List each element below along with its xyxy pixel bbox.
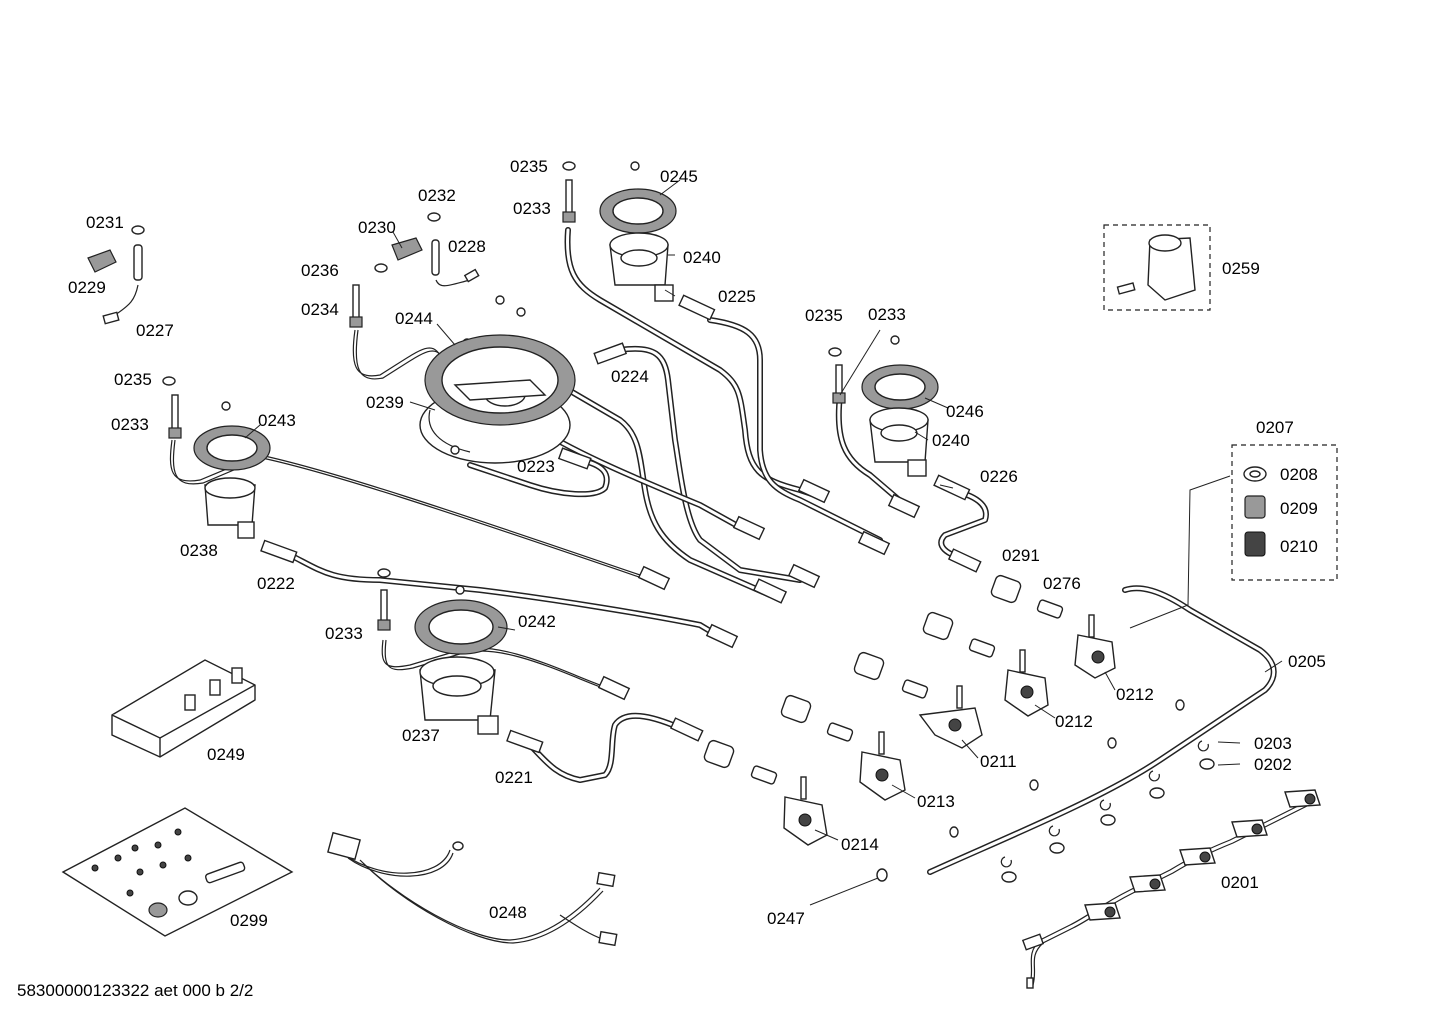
injectors xyxy=(260,294,982,754)
tap-sleeves xyxy=(703,574,1064,785)
label-0235-right: 0235 xyxy=(805,306,843,325)
label-0240-right: 0240 xyxy=(932,431,970,450)
part-0248 xyxy=(327,831,618,947)
label-0232: 0232 xyxy=(418,186,456,205)
label-0230: 0230 xyxy=(358,218,396,237)
burner-cups xyxy=(204,232,929,735)
label-0226: 0226 xyxy=(980,467,1018,486)
part-0259 xyxy=(1103,224,1211,311)
label-0202: 0202 xyxy=(1254,755,1292,774)
label-0228: 0228 xyxy=(448,237,486,256)
label-0248: 0248 xyxy=(489,903,527,922)
label-0242: 0242 xyxy=(518,612,556,631)
label-0225: 0225 xyxy=(718,287,756,306)
label-0208: 0208 xyxy=(1280,465,1318,484)
label-0276: 0276 xyxy=(1043,574,1081,593)
label-0207: 0207 xyxy=(1256,418,1294,437)
label-0233-bottom: 0233 xyxy=(325,624,363,643)
label-0235-top: 0235 xyxy=(510,157,548,176)
label-0209: 0209 xyxy=(1280,499,1318,518)
label-0210: 0210 xyxy=(1280,537,1318,556)
drawing-reference-footer: 58300000123322 aet 000 b 2/2 xyxy=(17,981,254,1000)
central-burner xyxy=(419,334,576,464)
washers-and-screws xyxy=(131,161,900,882)
gas-taps xyxy=(783,614,1116,846)
label-0235-left: 0235 xyxy=(114,370,152,389)
gaskets xyxy=(193,188,939,655)
label-0243: 0243 xyxy=(258,411,296,430)
label-0249: 0249 xyxy=(207,745,245,764)
label-0259: 0259 xyxy=(1222,259,1260,278)
label-0229: 0229 xyxy=(68,278,106,297)
label-0212-right: 0212 xyxy=(1116,685,1154,704)
label-0236: 0236 xyxy=(301,261,339,280)
ignition-plugs xyxy=(87,237,480,325)
label-0233-top: 0233 xyxy=(513,199,551,218)
label-0247: 0247 xyxy=(767,909,805,928)
label-0238: 0238 xyxy=(180,541,218,560)
manifold-fittings xyxy=(949,699,1215,883)
label-0203: 0203 xyxy=(1254,734,1292,753)
label-0223: 0223 xyxy=(517,457,555,476)
label-0213: 0213 xyxy=(917,792,955,811)
label-0245: 0245 xyxy=(660,167,698,186)
label-0233-left: 0233 xyxy=(111,415,149,434)
label-0205: 0205 xyxy=(1288,652,1326,671)
label-0239: 0239 xyxy=(366,393,404,412)
label-0244: 0244 xyxy=(395,309,433,328)
label-0233-right: 0233 xyxy=(868,305,906,324)
label-0201: 0201 xyxy=(1221,873,1259,892)
label-0299: 0299 xyxy=(230,911,268,930)
label-0227: 0227 xyxy=(136,321,174,340)
label-0240-top: 0240 xyxy=(683,248,721,267)
label-0237: 0237 xyxy=(402,726,440,745)
label-0231: 0231 xyxy=(86,213,124,232)
part-0207 xyxy=(1129,444,1338,629)
label-0246: 0246 xyxy=(946,402,984,421)
label-0212-left: 0212 xyxy=(1055,712,1093,731)
label-0221: 0221 xyxy=(495,768,533,787)
label-0214: 0214 xyxy=(841,835,879,854)
ignition-harness xyxy=(1021,789,1321,989)
thermocouple-group xyxy=(168,179,846,631)
leader-lines xyxy=(244,179,1283,906)
label-0224: 0224 xyxy=(611,367,649,386)
label-0222: 0222 xyxy=(257,574,295,593)
label-0211: 0211 xyxy=(980,752,1017,771)
part-0299 xyxy=(61,807,294,937)
label-0234: 0234 xyxy=(301,300,339,319)
part-0249 xyxy=(111,659,256,758)
label-0291: 0291 xyxy=(1002,546,1040,565)
gas-tubes xyxy=(287,227,1277,875)
